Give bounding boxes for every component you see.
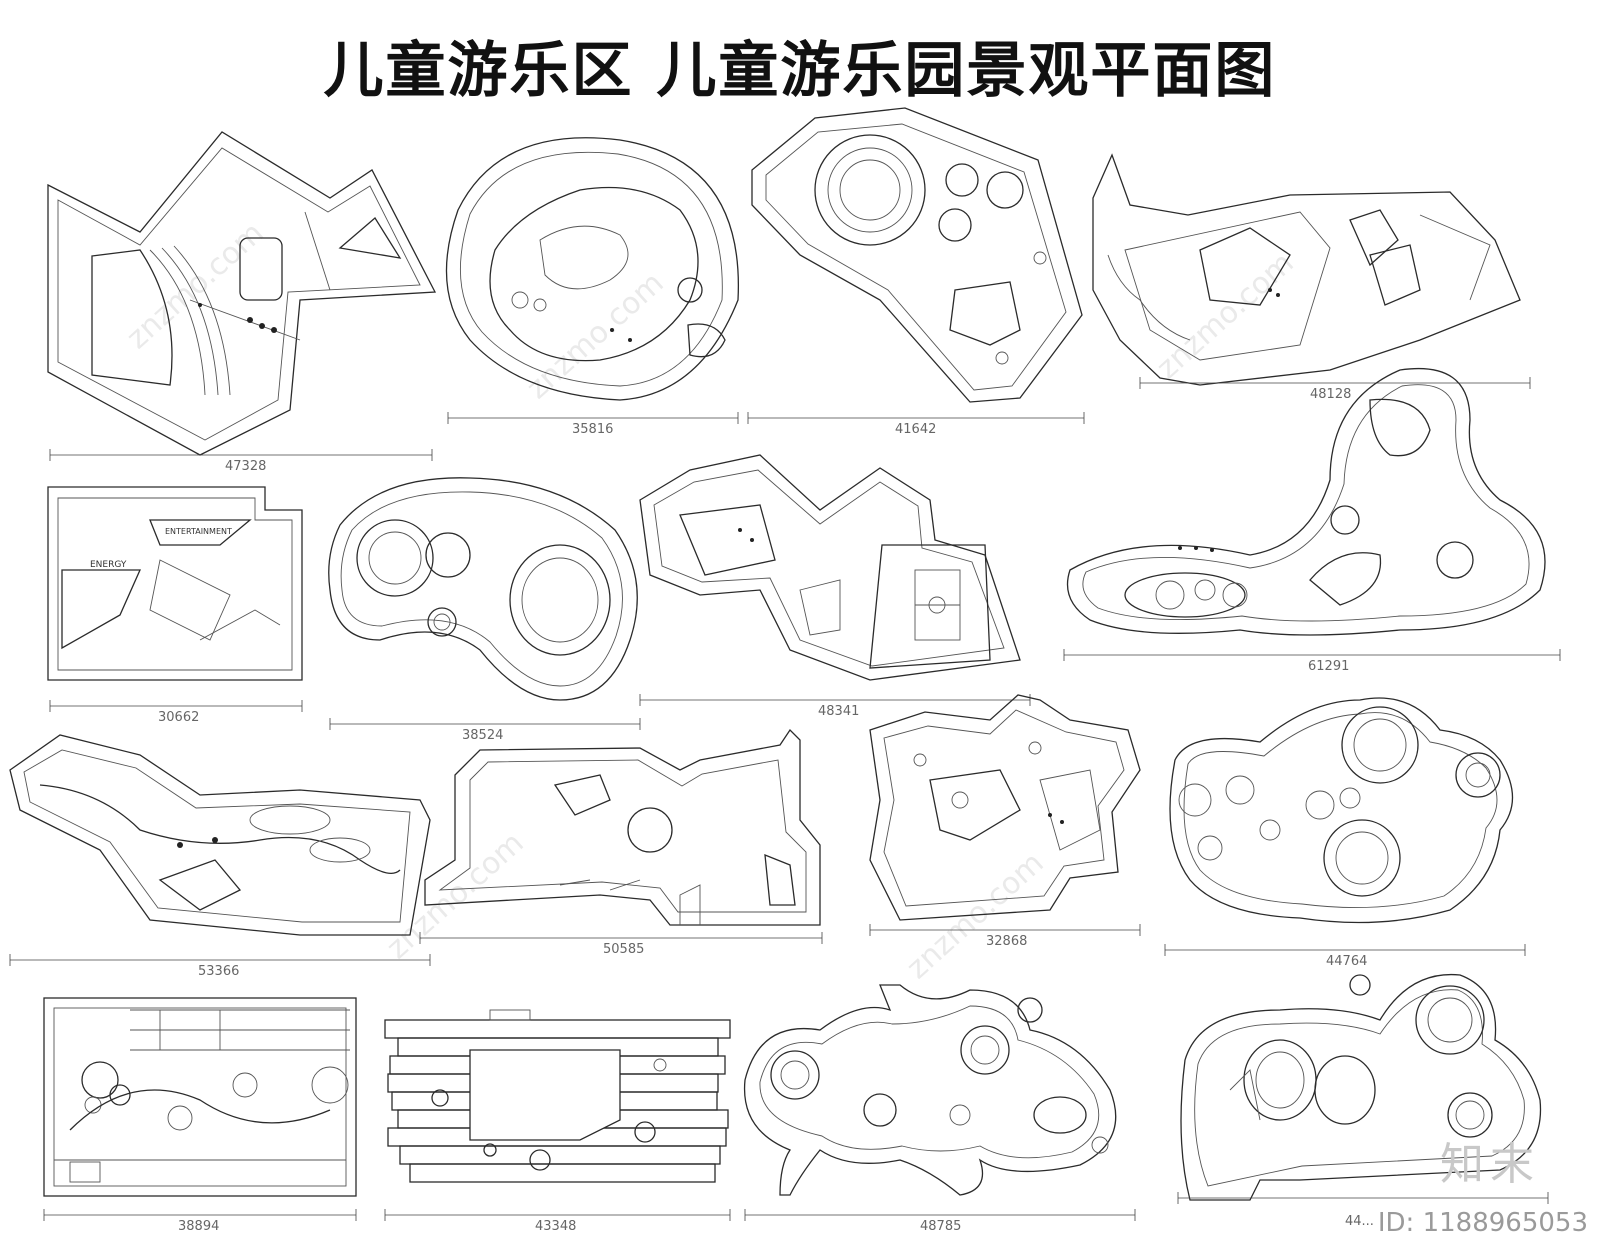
dimension-label: 30662 xyxy=(158,710,199,725)
brand-mark: 知末 xyxy=(1440,1139,1540,1190)
plan-5: ENTERTAINMENT ENERGY 30662 xyxy=(47,486,303,725)
dimension-label: 44764 xyxy=(1326,954,1367,969)
dimension-label: 48785 xyxy=(920,1219,961,1234)
image-id: ID: 1188965053 xyxy=(1377,1208,1588,1238)
plan-3: 41642 xyxy=(747,107,1085,437)
dimension-label: 53366 xyxy=(198,964,239,979)
plan-8: 61291 xyxy=(1063,368,1561,674)
dimension-label: 38894 xyxy=(178,1219,219,1234)
dimension-label: 38524 xyxy=(462,728,503,743)
dimension-label: 48341 xyxy=(818,704,859,719)
plan-6: 38524 xyxy=(328,477,641,743)
dimension-label: 41642 xyxy=(895,422,936,437)
plan-16: 44... xyxy=(1177,973,1549,1229)
plan-2: 35816 xyxy=(445,137,740,437)
plan-10: 50585 xyxy=(419,728,823,957)
plan-12: 44764 xyxy=(1164,697,1526,969)
page-title: 儿童游乐区 儿童游乐园景观平面图 xyxy=(323,36,1277,106)
plan-11: 32868 xyxy=(869,694,1141,949)
dimension-label: 47328 xyxy=(225,459,266,474)
dimension-label: 44... xyxy=(1345,1214,1374,1229)
dimension-label: 50585 xyxy=(603,942,644,957)
dimension-label: 43348 xyxy=(535,1219,576,1234)
dimension-label: 35816 xyxy=(572,422,613,437)
plan-9: 53366 xyxy=(9,734,431,979)
dimension-label: 61291 xyxy=(1308,659,1349,674)
dimension-label: 32868 xyxy=(986,934,1027,949)
dimension-label: 48128 xyxy=(1310,387,1351,402)
plan-text-entertainment: ENTERTAINMENT xyxy=(165,527,232,536)
plan-13: 38894 xyxy=(43,997,357,1234)
plan-1: 47328 xyxy=(47,131,437,474)
plan-4: 48128 xyxy=(1092,153,1531,402)
plan-15: 48785 xyxy=(743,984,1136,1234)
plan-7: 48341 xyxy=(639,454,1031,719)
plan-14: 43348 xyxy=(384,1009,731,1234)
plan-text-energy: ENERGY xyxy=(90,560,127,570)
